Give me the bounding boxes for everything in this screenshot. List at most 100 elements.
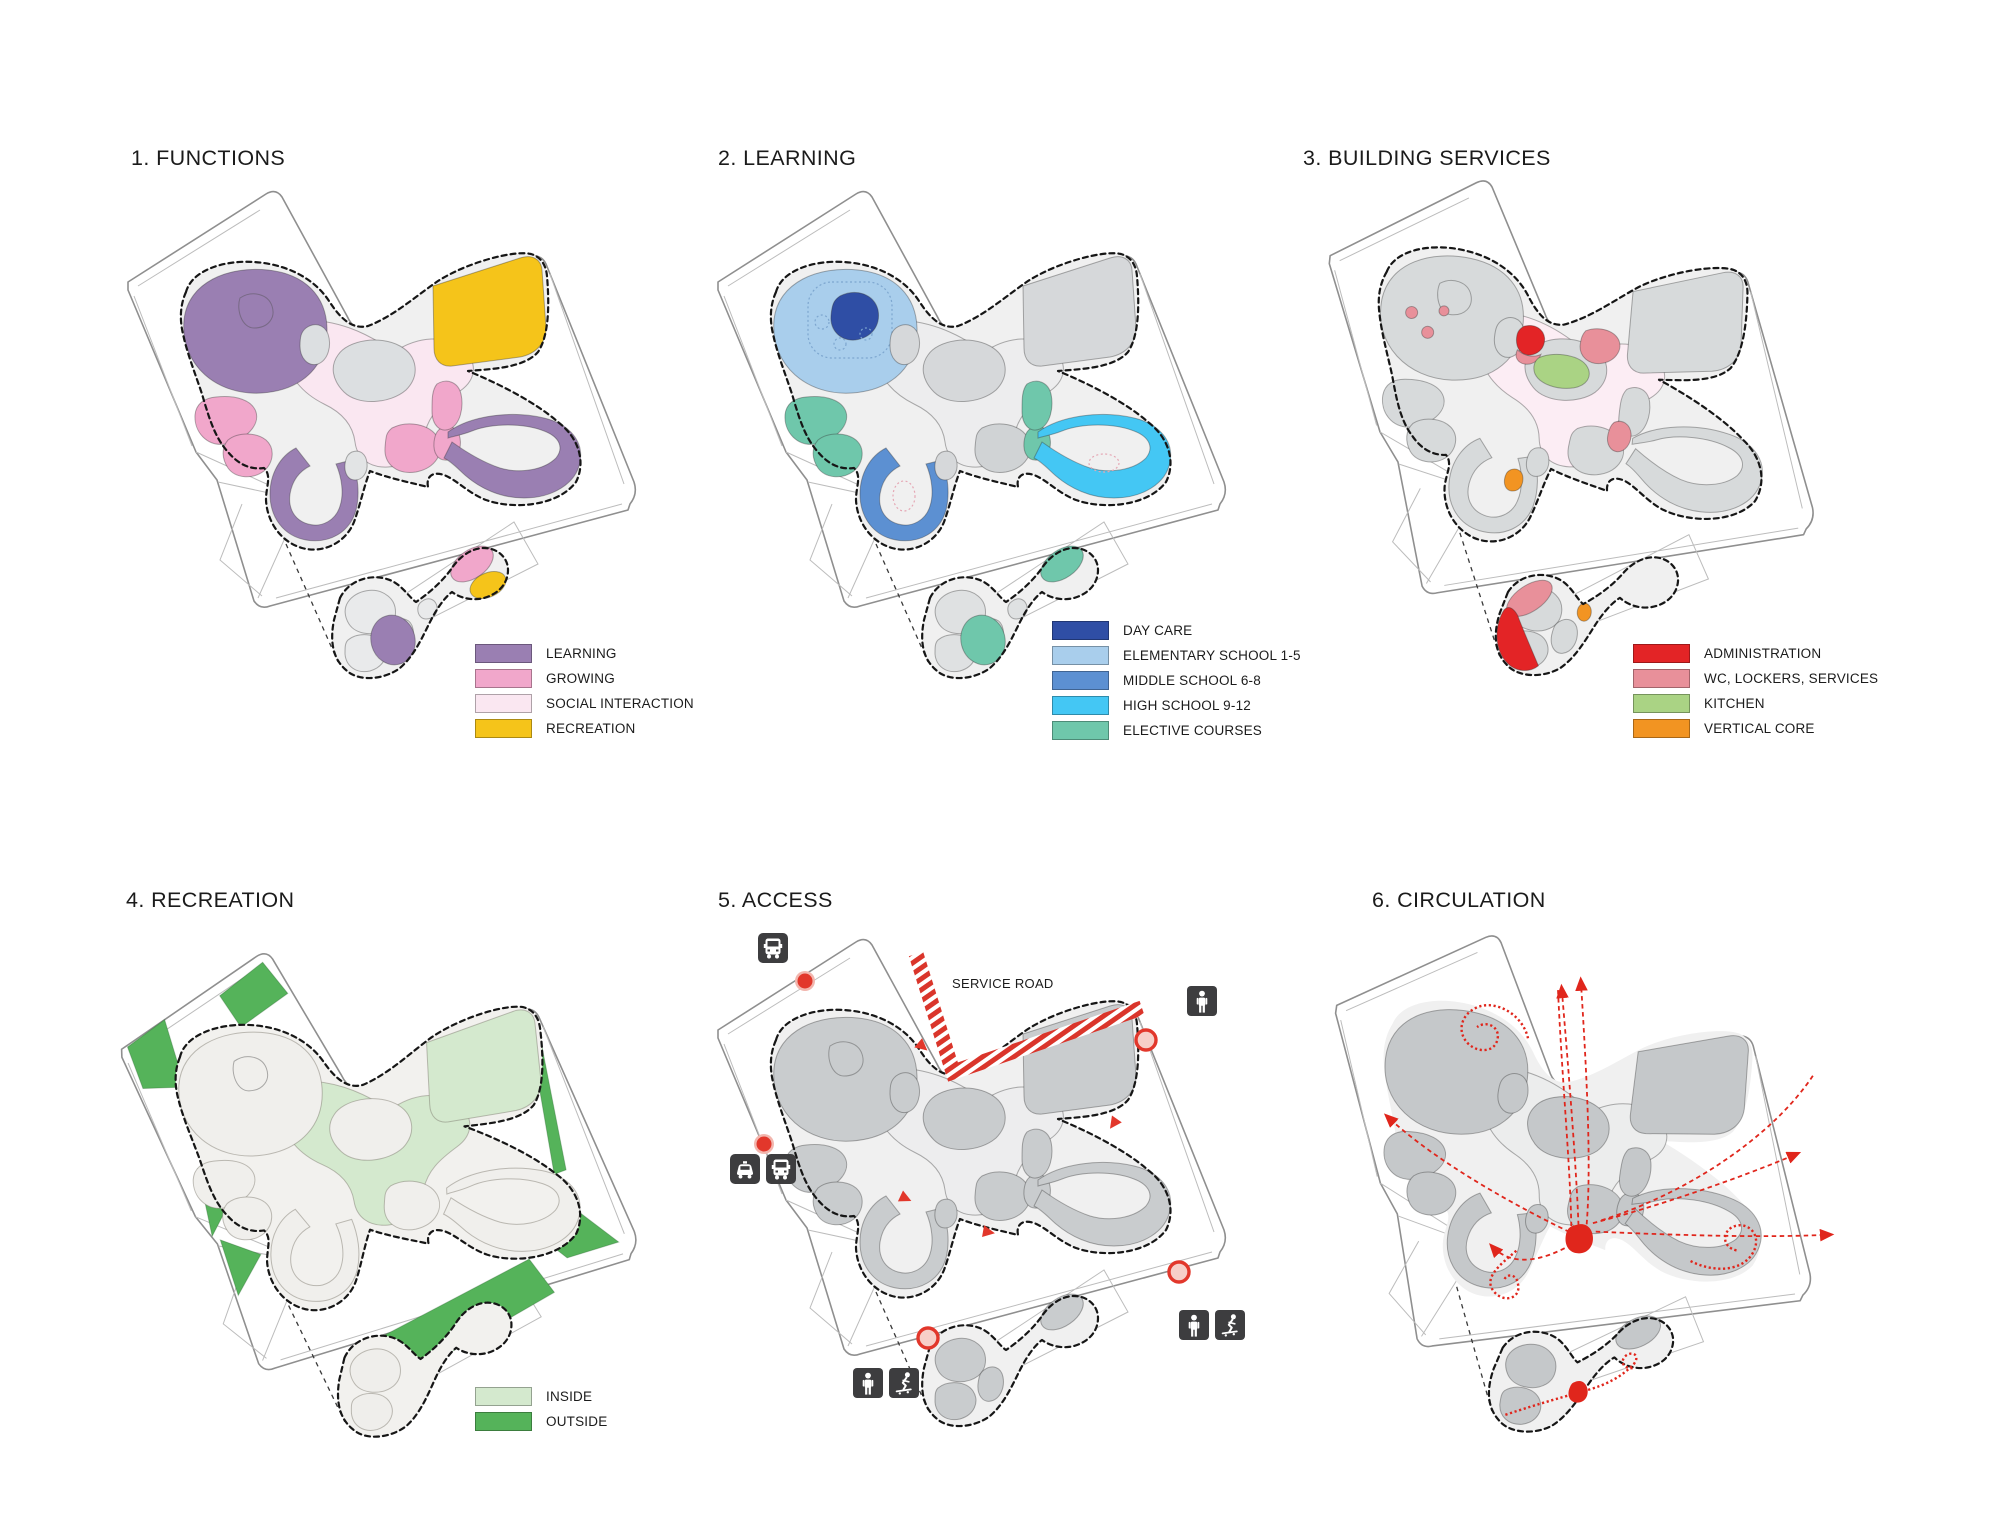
legend-swatch [475,669,532,688]
flow-loop-northwest-room [1460,1004,1530,1052]
legend-label: ELECTIVE COURSES [1123,723,1262,738]
flow-arrow-north [1556,983,1580,1226]
satellite-building [921,545,1100,680]
legend-label: RECREATION [546,721,636,736]
satellite-building [1482,1296,1678,1452]
satellite-room [417,598,438,620]
region-room [934,1198,958,1229]
legend-row: ELECTIVE COURSES [1052,721,1301,740]
region-wc-right [1606,420,1632,453]
circulation-diagram [1290,915,1853,1452]
panel-title-functions: 1. FUNCTIONS [131,146,286,170]
flow-arrow-east [1592,1151,1802,1225]
middle-school-court-detail [892,480,916,512]
legend-row: ADMINISTRATION [1633,644,1878,663]
panel-title-learning: 2. LEARNING [718,146,857,170]
building-services-diagram [1295,164,1845,691]
entry-dot-bus [797,973,813,989]
legend-swatch [1633,719,1690,738]
daycare-dot-detail [814,314,830,330]
recreation-plan [117,940,641,1440]
region-gray-small [889,324,921,366]
legend-building-services: ADMINISTRATION WC, LOCKERS, SERVICES KIT… [1633,644,1878,744]
satellite-growing [450,545,494,583]
region-recreation-block [432,256,547,367]
wc-dot [1405,306,1419,320]
legend-swatch [475,1412,532,1431]
outside-wedge [219,1239,262,1297]
legend-label: VERTICAL CORE [1704,721,1815,736]
daycare-dotted-boundary [807,281,893,359]
skater-icon [888,1367,920,1399]
flow-arrow-southeast [1595,1228,1835,1242]
legend-label: MIDDLE SCHOOL 6-8 [1123,673,1261,688]
circulation-flows [1383,976,1835,1416]
region-gray-lower [974,423,1031,473]
region-gray-small [299,324,331,366]
panel-functions [100,170,680,775]
entry-ring-pedestrian [916,1326,940,1350]
panel-access: SERVICE ROAD [690,918,1270,1515]
panel-circulation [1280,915,1860,1515]
legend-row: RECREATION [475,719,694,738]
satellite-building [331,545,510,680]
satellite-room [934,1337,986,1383]
bus-icon [758,933,788,963]
legend-row: MIDDLE SCHOOL 6-8 [1052,671,1301,690]
panel-learning [690,170,1270,775]
panel-title-recreation: 4. RECREATION [126,888,295,912]
satellite-room [1007,598,1028,620]
region-room [922,1087,1006,1151]
pedestrian-icon [1187,986,1217,1016]
legend-row: KITCHEN [1633,694,1878,713]
flow-line-northeast [1601,1073,1815,1222]
legend-swatch [1052,721,1109,740]
satellite-elective [960,614,1006,666]
daycare-dot-detail [833,337,847,351]
legend-swatch [1052,621,1109,640]
flow-line-north [1557,989,1573,1227]
circulation-satellite-node [1568,1381,1588,1403]
access-diagram: SERVICE ROAD [717,933,1246,1428]
satellite-room [934,1382,977,1421]
legend-swatch [1052,671,1109,690]
region-growing-5 [431,380,463,431]
legend-functions: LEARNING GROWING SOCIAL INTERACTION RECR… [475,644,694,744]
panel-building-services [1280,164,1860,775]
region-vertical-core [1503,468,1524,492]
legend-row: VERTICAL CORE [1633,719,1878,738]
flow-loop-south-arm [1489,1249,1520,1300]
legend-label: OUTSIDE [546,1414,608,1429]
service-road-stripes [908,951,1145,1082]
region-administration [1515,325,1546,356]
region-elective-4 [1021,380,1053,431]
car-icon [730,1154,760,1184]
entry-ring-pedestrian [1167,1260,1191,1284]
skater-icon [1214,1309,1246,1341]
legend-row: GROWING [475,669,694,688]
outside-wedge [219,961,289,1028]
region-growing-3 [384,423,441,473]
circulation-core-node [1565,1224,1593,1254]
learning-plan [717,190,1227,680]
access-arrow [897,1190,912,1202]
entry-dot-vehicle [756,1136,772,1152]
region-room [889,1072,921,1114]
flow-loop-satellite [1504,1352,1638,1416]
region-gray-center [922,339,1006,403]
panel-title-access: 5. ACCESS [718,888,833,912]
legend-swatch [475,694,532,713]
legend-row: DAY CARE [1052,621,1301,640]
access-arrow [1109,1115,1122,1129]
access-arrow [914,1038,928,1051]
region-gray [1624,261,1749,384]
region-day-care [830,292,880,341]
legend-label: ADMINISTRATION [1704,646,1822,661]
service-road-label: SERVICE ROAD [952,976,1054,991]
legend-row: ELEMENTARY SCHOOL 1-5 [1052,646,1301,665]
satellite-learning [370,614,416,666]
access-arrow [982,1225,995,1238]
legend-label: INSIDE [546,1389,593,1404]
legend-label: HIGH SCHOOL 9-12 [1123,698,1251,713]
